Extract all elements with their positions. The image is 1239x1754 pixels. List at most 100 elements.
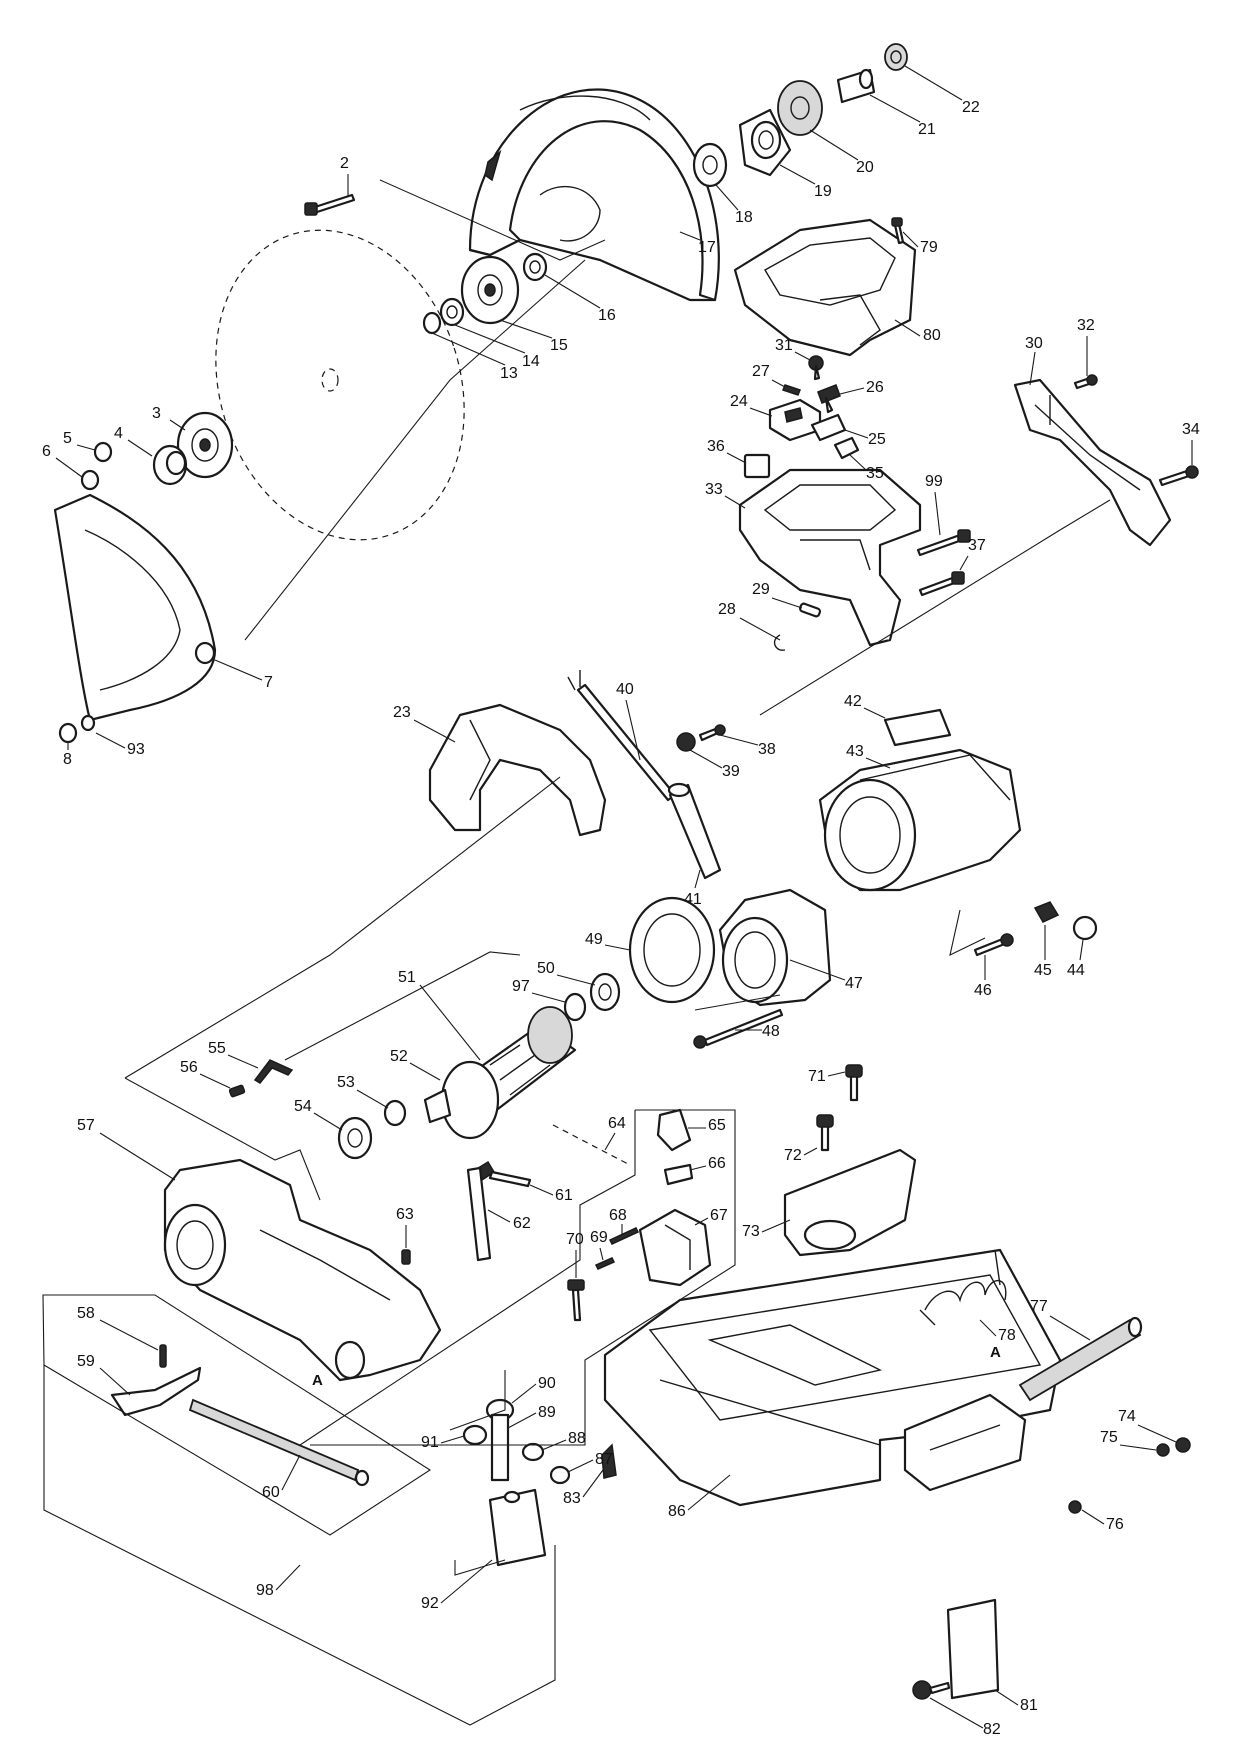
callout-65: 65 xyxy=(708,1117,726,1134)
terminal-35 xyxy=(833,436,860,460)
outer-flange xyxy=(176,411,234,479)
gear-housing xyxy=(163,1158,442,1382)
callout-53: 53 xyxy=(337,1074,355,1091)
callout-28: 28 xyxy=(718,601,736,618)
callout-83: 83 xyxy=(563,1490,581,1507)
gear-20 xyxy=(777,80,823,136)
callout-55: 55 xyxy=(208,1040,226,1057)
screw-38 xyxy=(698,724,726,742)
callout-52: 52 xyxy=(390,1048,408,1065)
callout-5: 5 xyxy=(63,430,72,447)
screw-shaft-60 xyxy=(188,1398,370,1487)
screw-46 xyxy=(973,933,1014,957)
bracket-a xyxy=(903,1393,1027,1492)
callout-78: 78 xyxy=(998,1327,1016,1344)
nut-6 xyxy=(80,469,100,491)
spindle-21 xyxy=(836,68,876,104)
callout-58: 58 xyxy=(77,1305,95,1322)
callout-80: 80 xyxy=(923,327,941,344)
callout-13: 13 xyxy=(500,365,518,382)
callout-3: 3 xyxy=(152,405,161,422)
callout-31: 31 xyxy=(775,337,793,354)
callout-18: 18 xyxy=(735,209,753,226)
screw-48 xyxy=(693,1008,784,1049)
callout-36: 36 xyxy=(707,438,725,455)
callout-69: 69 xyxy=(590,1229,608,1246)
callout-92: 92 xyxy=(421,1595,439,1612)
callout-17: 17 xyxy=(698,239,716,256)
brush-holder-cap-44 xyxy=(1072,915,1098,941)
screw-32 xyxy=(1073,374,1098,390)
baffle-plate-49 xyxy=(628,896,716,1004)
callout-51: 51 xyxy=(398,969,416,986)
callout-81: 81 xyxy=(1020,1697,1038,1714)
callout-19: 19 xyxy=(814,183,832,200)
cord-guard xyxy=(667,782,722,880)
pin-68 xyxy=(608,1227,640,1245)
pin-58 xyxy=(159,1344,167,1368)
callout-15: 15 xyxy=(550,337,568,354)
callout-26: 26 xyxy=(866,379,884,396)
callout-7: 7 xyxy=(264,674,273,691)
nut-5 xyxy=(93,441,113,463)
callout-34: 34 xyxy=(1182,421,1200,438)
callout-48: 48 xyxy=(762,1023,780,1040)
saw-blade xyxy=(215,229,465,541)
screw-34 xyxy=(1158,465,1199,487)
callout-70: 70 xyxy=(566,1231,584,1248)
bolt-71 xyxy=(845,1064,863,1102)
safety-cover xyxy=(53,493,217,744)
base xyxy=(603,1248,1062,1507)
callout-42: 42 xyxy=(844,693,862,710)
chain-64 xyxy=(552,1124,631,1166)
callout-56: 56 xyxy=(180,1059,198,1076)
callout-82: 82 xyxy=(983,1721,1001,1738)
washer-75 xyxy=(1156,1443,1170,1457)
callout-47: 47 xyxy=(845,975,863,992)
nut-74 xyxy=(1175,1437,1191,1453)
callout-86: 86 xyxy=(668,1503,686,1520)
guide-plate-73 xyxy=(783,1148,917,1257)
front-handle xyxy=(428,703,607,837)
plate-62 xyxy=(466,1166,492,1262)
callout-46: 46 xyxy=(974,982,992,999)
bolt-82 xyxy=(912,1680,951,1700)
pin-69 xyxy=(594,1257,616,1270)
callout-99: 99 xyxy=(925,473,943,490)
callout-98: 98 xyxy=(256,1582,274,1599)
callout-38: 38 xyxy=(758,741,776,758)
bearing-50 xyxy=(589,972,621,1012)
callout-8: 8 xyxy=(63,751,72,768)
vise-handle-59 xyxy=(110,1366,202,1417)
screw-99 xyxy=(916,529,971,557)
screw-76 xyxy=(1068,1500,1082,1514)
callout-44: 44 xyxy=(1067,962,1085,979)
callout-45: 45 xyxy=(1034,962,1052,979)
bearing-box-19 xyxy=(738,108,792,177)
spring-27 xyxy=(782,384,801,396)
callout-30: 30 xyxy=(1025,335,1043,352)
callout-66: 66 xyxy=(708,1155,726,1172)
callout-2: 2 xyxy=(340,155,349,172)
bolt-72 xyxy=(816,1114,834,1152)
callout-63: 63 xyxy=(396,1206,414,1223)
callout-88: 88 xyxy=(568,1430,586,1447)
ring-13 xyxy=(422,311,442,335)
marker-a-left: A xyxy=(312,1372,323,1389)
motor-housing xyxy=(818,748,1022,892)
ring-14 xyxy=(439,297,465,327)
callout-27: 27 xyxy=(752,363,770,380)
callout-54: 54 xyxy=(294,1098,312,1115)
callout-68: 68 xyxy=(609,1207,627,1224)
callout-40: 40 xyxy=(616,681,634,698)
callout-60: 60 xyxy=(262,1484,280,1501)
marker-a-right: A xyxy=(990,1344,1001,1361)
callout-75: 75 xyxy=(1100,1429,1118,1446)
callout-57: 57 xyxy=(77,1117,95,1134)
callout-35: 35 xyxy=(866,465,884,482)
callout-61: 61 xyxy=(555,1187,573,1204)
callout-14: 14 xyxy=(522,353,540,370)
callout-25: 25 xyxy=(868,431,886,448)
plate-92 xyxy=(488,1488,547,1567)
hex-bolt-4 xyxy=(152,444,188,486)
